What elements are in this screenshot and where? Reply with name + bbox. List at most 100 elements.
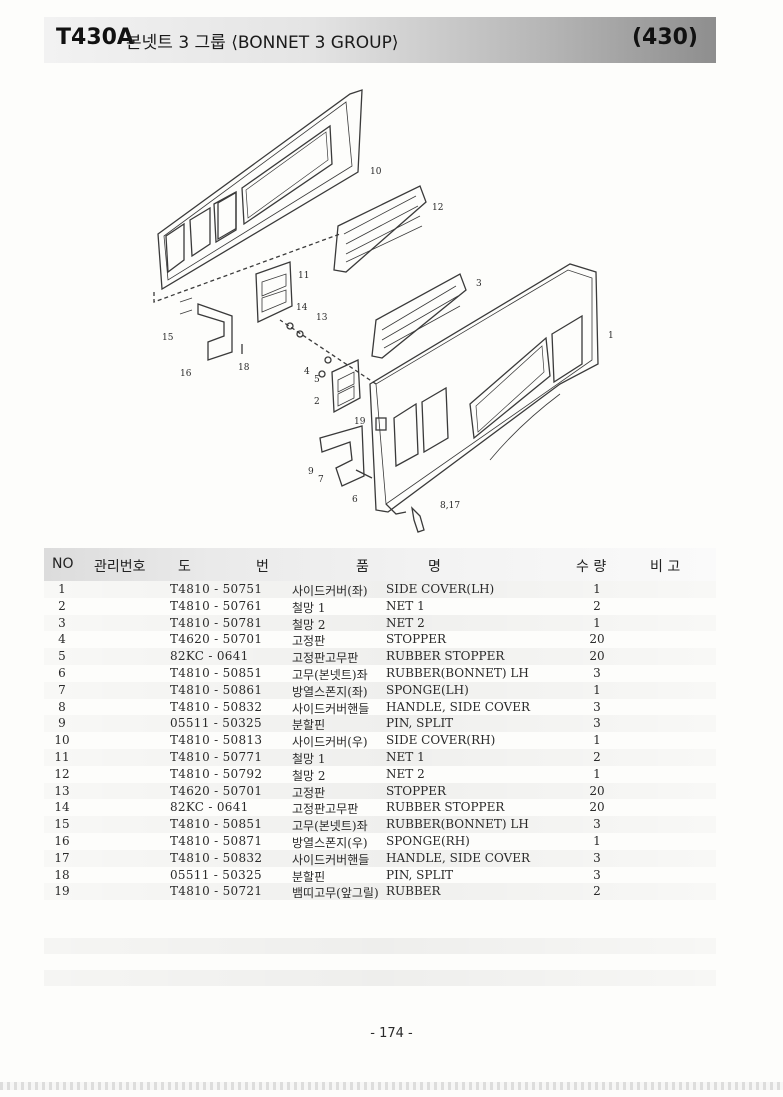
header-remark: 비 고 xyxy=(650,559,681,575)
callout-label: 14 xyxy=(296,303,308,313)
row-english-name: NET 1 xyxy=(386,749,425,764)
row-no: 12 xyxy=(54,766,70,781)
group-number: (430) xyxy=(631,25,698,50)
header-drawing: 도 xyxy=(178,559,191,575)
row-quantity: 1 xyxy=(593,582,601,596)
row-no: 15 xyxy=(54,817,70,832)
row-korean-name: 방열스폰지(좌) xyxy=(292,684,368,699)
row-quantity: 3 xyxy=(593,716,601,731)
row-part-number: T4810 - 50721 xyxy=(170,884,263,899)
row-english-name: PIN, SPLIT xyxy=(386,716,454,731)
row-korean-name: 고정판고무판 xyxy=(292,651,359,666)
row-no: 5 xyxy=(58,649,66,664)
row-part-number: T4810 - 50761 xyxy=(170,598,263,613)
header-qty: 수 량 xyxy=(576,559,607,575)
row-no: 3 xyxy=(58,615,66,630)
row-english-name: HANDLE, SIDE COVER xyxy=(386,699,531,714)
row-quantity: 3 xyxy=(593,665,601,680)
page-header: T430A 본넷트 3 그룹 ⟨BONNET 3 GROUP⟩ (430) xyxy=(44,17,716,63)
part-sponge-lh xyxy=(179,297,243,361)
callout-label: 3 xyxy=(476,279,482,289)
row-no: 17 xyxy=(54,850,70,865)
row-korean-name: 고정판 xyxy=(292,634,326,649)
row-english-name: RUBBER STOPPER xyxy=(386,649,505,664)
page-number: - 174 - xyxy=(370,1026,413,1041)
exploded-parts-diagram: 10 12 11 14 13 15 18 16 3 1 4 5 2 19 9 7… xyxy=(153,89,614,533)
row-part-number: T4810 - 50871 xyxy=(170,833,263,848)
callout-label: 15 xyxy=(162,333,174,343)
row-quantity: 3 xyxy=(593,817,601,832)
row-part-number: T4810 - 50832 xyxy=(170,699,263,714)
row-korean-name: 철망 1 xyxy=(292,600,326,615)
row-english-name: SPONGE(LH) xyxy=(386,682,469,697)
part-side-cover-rh xyxy=(153,89,363,303)
row-quantity: 20 xyxy=(589,800,605,815)
row-part-number: T4810 - 50861 xyxy=(170,682,263,697)
row-no: 6 xyxy=(58,665,66,680)
part-net-2-upper xyxy=(333,185,427,273)
callout-label: 8,17 xyxy=(440,501,460,511)
row-korean-name: 분할핀 xyxy=(292,718,326,733)
callout-label: 11 xyxy=(298,271,309,281)
row-english-name: SIDE COVER(LH) xyxy=(386,582,495,596)
row-no: 14 xyxy=(54,800,70,815)
row-no: 11 xyxy=(54,749,70,764)
group-title: 본넷트 3 그룹 ⟨BONNET 3 GROUP⟩ xyxy=(126,33,399,53)
row-no: 7 xyxy=(58,682,66,697)
callout-label: 7 xyxy=(318,475,324,485)
part-stopper-13-14 xyxy=(286,322,304,338)
row-english-name: RUBBER xyxy=(386,884,441,899)
callout-label: 5 xyxy=(314,375,320,385)
row-english-name: RUBBER(BONNET) LH xyxy=(386,665,529,680)
row-quantity: 2 xyxy=(593,884,601,899)
row-korean-name: 사이드커버핸들 xyxy=(292,701,370,716)
callout-label: 4 xyxy=(304,367,310,377)
row-quantity: 1 xyxy=(593,615,601,630)
callout-label: 12 xyxy=(432,203,443,213)
row-quantity: 20 xyxy=(589,632,605,647)
row-korean-name: 철망 2 xyxy=(292,617,326,632)
row-part-number: T4620 - 50701 xyxy=(170,632,263,647)
row-no: 8 xyxy=(58,699,66,714)
row-part-number: 82KC - 0641 xyxy=(170,649,249,664)
model-code: T430A xyxy=(56,25,134,50)
header-name: 명 xyxy=(428,559,441,575)
part-net-1-small xyxy=(255,261,293,324)
row-english-name: SPONGE(RH) xyxy=(386,833,470,848)
row-korean-name: 뱀띠고무(앞그릴) xyxy=(292,886,379,901)
row-korean-name: 고정판고무판 xyxy=(292,802,359,817)
row-no: 9 xyxy=(58,716,66,731)
scan-footer xyxy=(0,1082,783,1090)
callout-label: 6 xyxy=(352,495,358,505)
row-korean-name: 사이드커버핸들 xyxy=(292,852,370,867)
row-quantity: 2 xyxy=(593,598,601,613)
row-quantity: 3 xyxy=(593,850,601,865)
row-korean-name: 방열스폰지(우) xyxy=(292,835,368,850)
row-korean-name: 사이드커버(우) xyxy=(292,735,368,750)
header-item: 품 xyxy=(356,559,369,575)
row-english-name: NET 2 xyxy=(386,615,425,630)
part-side-cover-lh xyxy=(279,263,599,533)
row-no: 1 xyxy=(58,582,66,596)
callout-label: 1 xyxy=(608,331,614,341)
row-part-number: 05511 - 50325 xyxy=(170,867,262,882)
part-sponge-rh xyxy=(319,425,373,487)
row-english-name: STOPPER xyxy=(386,783,447,798)
callout-label: 16 xyxy=(180,369,192,379)
row-no: 13 xyxy=(54,783,70,798)
part-net-2-lower xyxy=(371,273,467,359)
row-korean-name: 분할핀 xyxy=(292,869,326,884)
header-drawing-2: 번 xyxy=(256,559,269,575)
